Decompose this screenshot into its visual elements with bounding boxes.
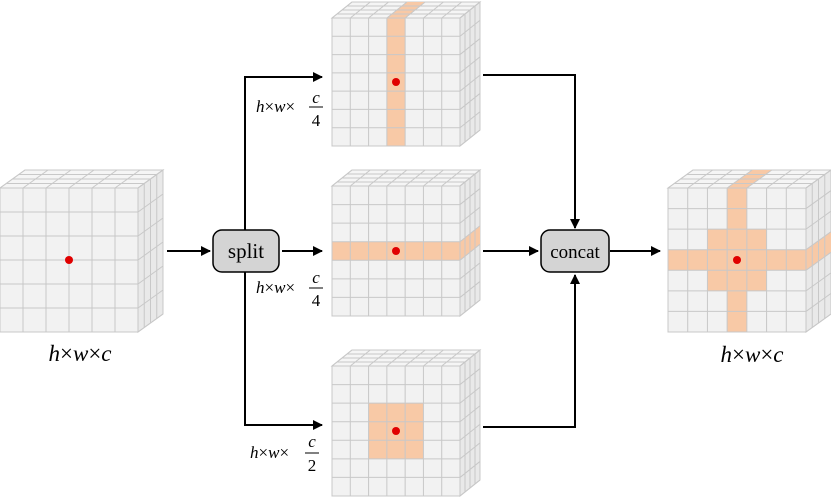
cube-grid [667,169,831,333]
cube-grid [0,169,164,333]
center-point [733,256,741,264]
center-point [392,247,400,255]
cube-grid [331,1,481,147]
arrow-split-to-branch-3 [244,270,323,430]
svg-text:h×w×: h×w× [250,443,289,462]
center-point [392,78,400,86]
svg-text:4: 4 [312,291,321,310]
branch-2-dims-label: h×w× c 4 [256,268,323,310]
concat-label: concat [550,242,600,263]
split-label: split [228,239,264,263]
svg-text:h×w×: h×w× [256,97,295,116]
center-point [392,427,400,435]
output-dims-label: h×w×c [720,342,783,367]
cube-grid [331,349,481,497]
arrows [167,72,661,430]
svg-text:h×w×: h×w× [256,278,295,297]
arrow-branch-3-to-concat [483,274,580,428]
split-block: split [212,229,280,273]
branch-1-dims-label: h×w× c 4 [256,88,323,130]
cube-grid [331,169,481,317]
svg-text:c: c [308,432,316,451]
branch-1-cube [330,0,482,148]
branch-2-cube [330,168,482,318]
svg-text:c: c [312,268,320,287]
branch-3-cube [330,348,482,498]
center-point [65,256,73,264]
branch-3-dims-label: h×w× c 2 [250,432,319,475]
arrow-split-to-branch-1 [244,72,323,232]
concat-block: concat [540,229,610,273]
svg-text:4: 4 [312,111,321,130]
output-cube [666,169,831,333]
input-dims-label: h×w×c [48,341,111,366]
arrow-branch-1-to-concat [483,74,580,229]
input-cube [0,169,165,333]
svg-text:2: 2 [308,456,317,475]
svg-text:c: c [312,88,320,107]
